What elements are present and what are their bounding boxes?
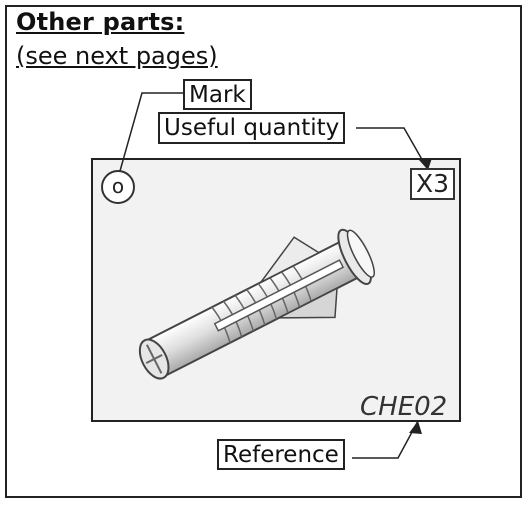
section-title: Other parts: — [16, 8, 185, 36]
part-reference-code: CHE02 — [360, 392, 448, 422]
section-subtitle: (see next pages) — [16, 42, 218, 70]
wall-plug-anchor-icon — [138, 228, 375, 380]
reference-callout-label: Reference — [217, 439, 345, 470]
part-quantity-badge: X3 — [410, 168, 456, 200]
part-mark-badge: o — [101, 170, 135, 204]
mark-callout-label: Mark — [183, 79, 252, 110]
quantity-callout-label: Useful quantity — [158, 112, 346, 144]
